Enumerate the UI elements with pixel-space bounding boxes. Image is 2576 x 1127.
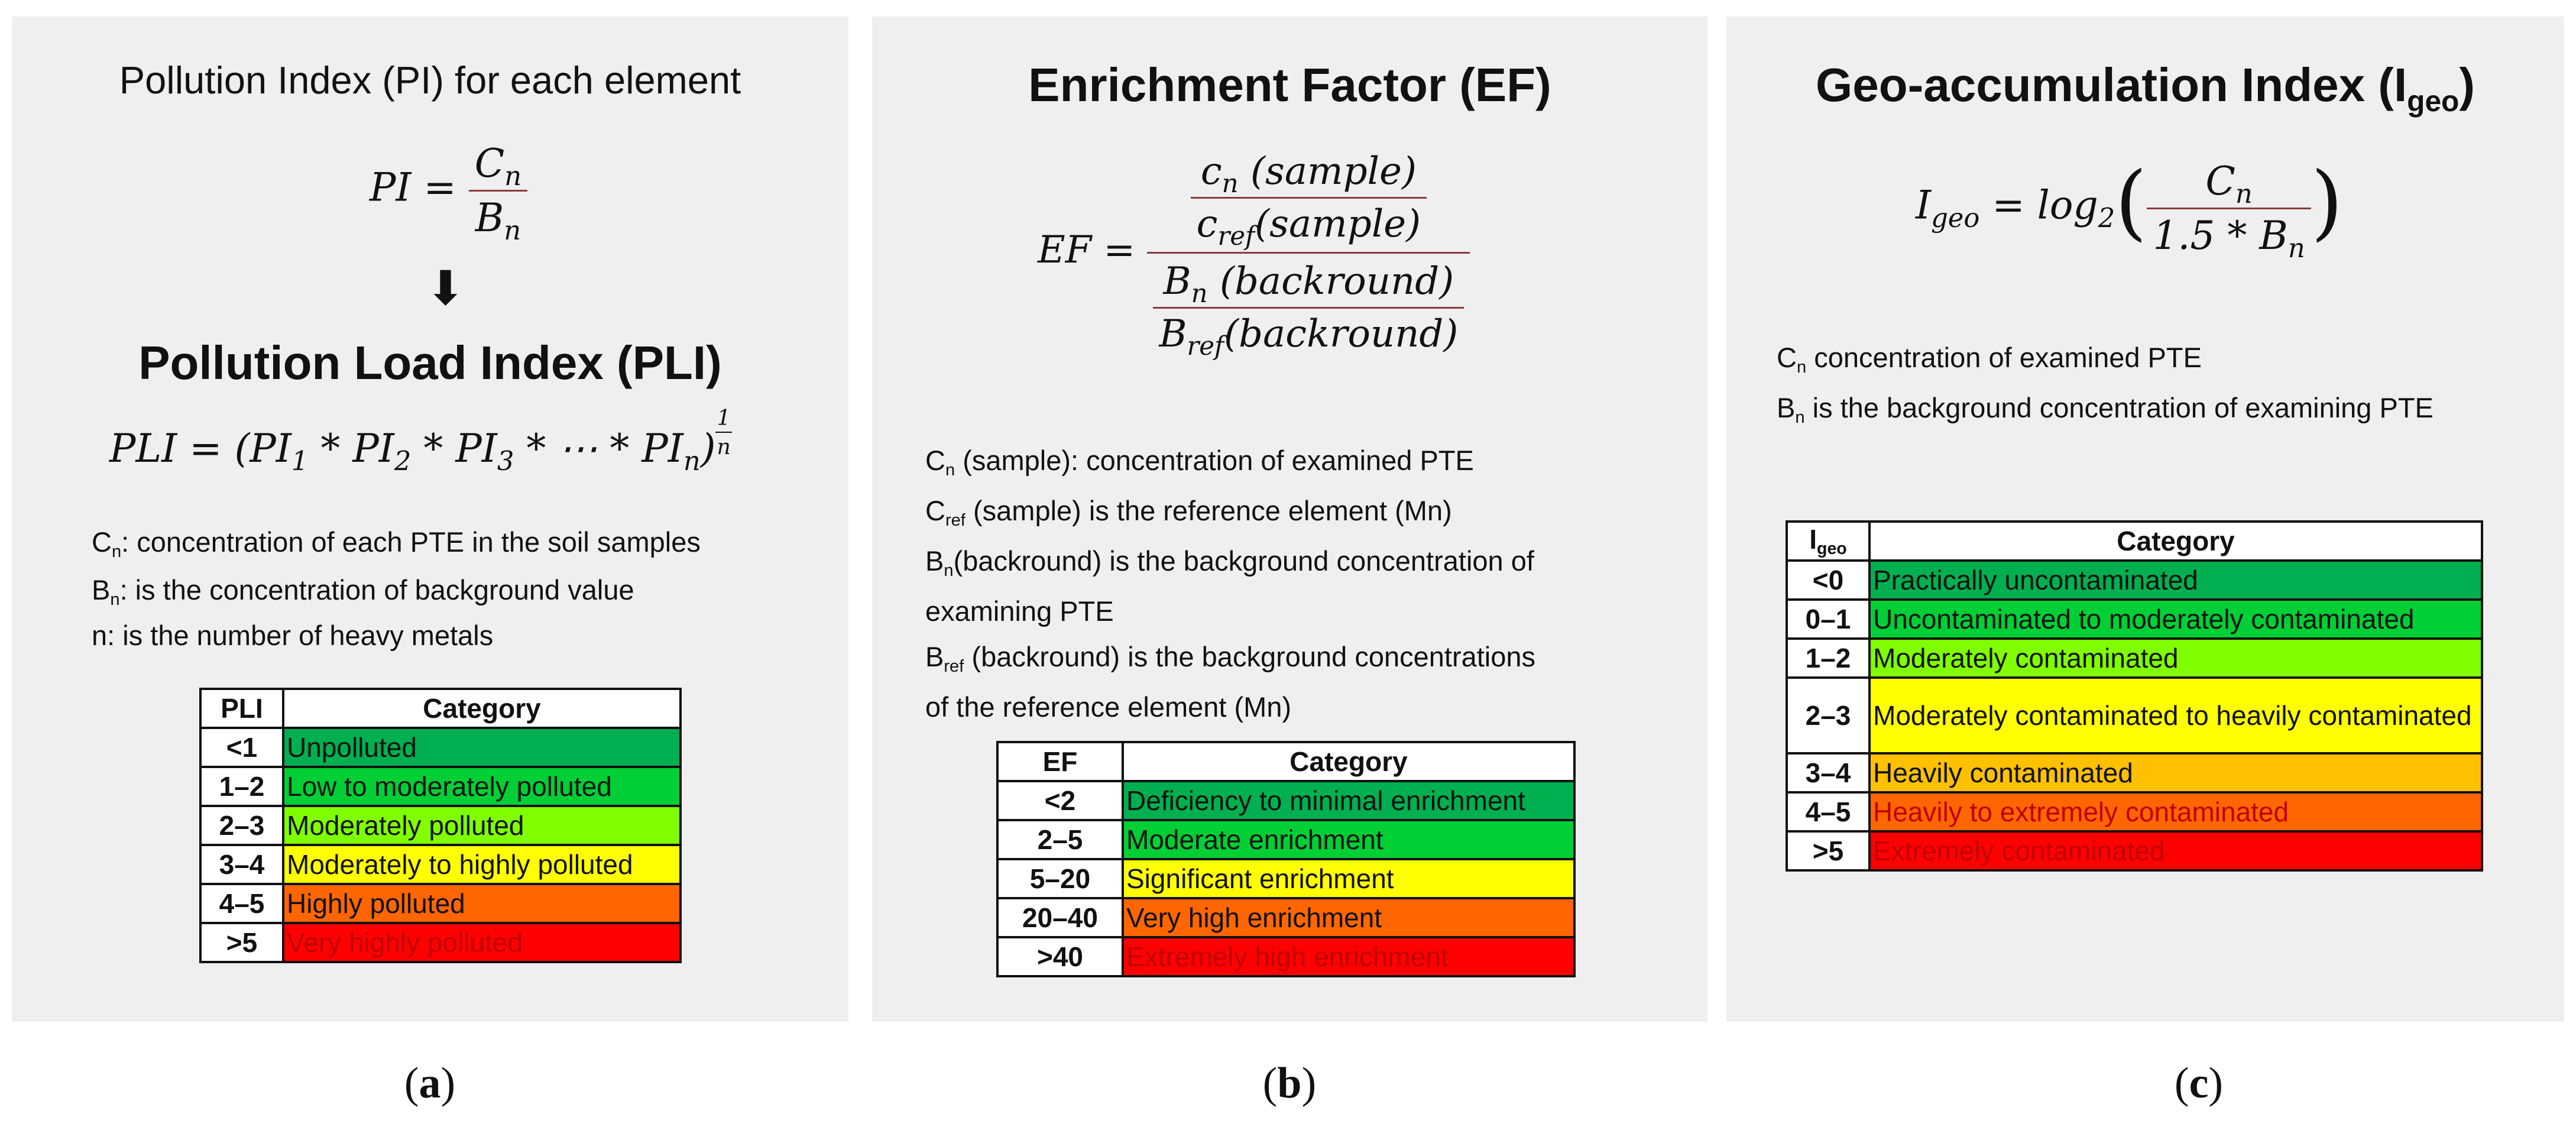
igeo-title: Geo-accumulation Index (Igeo): [1816, 59, 2475, 118]
category-cell: Unpolluted: [282, 727, 682, 768]
range-cell: 4–5: [199, 883, 284, 924]
ef-title: Enrichment Factor (EF): [1028, 59, 1551, 111]
table-header-key: PLI: [199, 688, 284, 729]
panel-label-b: (b): [1262, 1059, 1317, 1107]
note-line: Bn: is the concentration of background v…: [92, 574, 634, 609]
range-cell: 2–3: [199, 805, 284, 846]
category-cell: Extremely contaminated: [1868, 830, 2483, 872]
igeo-notes: Cn concentration of examined PTE Bn is t…: [1777, 335, 2434, 435]
note-line: Bn is the background concentration of ex…: [1777, 392, 2434, 427]
range-cell: 1–2: [199, 766, 284, 807]
range-cell: >5: [1786, 830, 1871, 872]
ef-formula: EF = cn (sample) cref(sample) Bn (backro…: [1038, 150, 1470, 361]
range-cell: 1–2: [1786, 637, 1871, 679]
down-arrow-icon: ⬇: [426, 262, 466, 315]
range-cell: 2–5: [996, 819, 1124, 860]
range-cell: <0: [1786, 559, 1871, 601]
table-header-category: Category: [1122, 741, 1576, 782]
range-cell: 4–5: [1786, 791, 1871, 833]
table-header: EF Category: [996, 741, 1576, 782]
category-cell: Extremely high enrichment: [1122, 936, 1576, 977]
category-cell: Low to moderately polluted: [282, 766, 682, 807]
note-line: Cn (sample): concentration of examined P…: [925, 445, 1474, 480]
range-cell: 3–4: [199, 844, 284, 885]
note-line: Cref (sample) is the reference element (…: [925, 495, 1452, 530]
panel-label-a: (a): [404, 1059, 456, 1107]
range-cell: 5–20: [996, 858, 1124, 899]
range-cell: >40: [996, 936, 1124, 977]
table-header: PLI Category: [199, 688, 682, 729]
category-cell: Moderately contaminated: [1868, 637, 2483, 679]
range-cell: >5: [199, 922, 284, 963]
note-line: Bn(backround) is the background concentr…: [925, 545, 1534, 580]
category-cell: Very high enrichment: [1122, 897, 1576, 938]
category-cell: Deficiency to minimal enrichment: [1122, 780, 1576, 821]
note-line: n: is the number of heavy metals: [92, 620, 494, 651]
range-cell: 3–4: [1786, 752, 1871, 794]
category-cell: Very highly polluted: [282, 922, 682, 963]
pi-title: Pollution Index (PI) for each element: [119, 59, 741, 102]
category-cell: Heavily contaminated: [1868, 752, 2483, 794]
table-header-category: Category: [1868, 520, 2483, 562]
note-line: Cn: concentration of each PTE in the soi…: [92, 526, 701, 561]
range-cell: 20–40: [996, 897, 1124, 938]
note-line: of the reference element (Mn): [925, 691, 1292, 723]
igeo-formula: Igeo = log2( Cn 1.5 * Bn ): [1916, 154, 2343, 264]
panel-c: Geo-accumulation Index (Igeo) Igeo = log…: [1726, 17, 2564, 1022]
range-cell: <2: [996, 780, 1124, 821]
category-cell: Moderately contaminated to heavily conta…: [1868, 676, 2483, 754]
category-cell: Moderately to highly polluted: [282, 844, 682, 885]
category-cell: Moderately polluted: [282, 805, 682, 846]
category-cell: Practically uncontaminated: [1868, 559, 2483, 601]
pi-formula: PI = Cn Bn: [370, 141, 528, 246]
pli-notes: Cn: concentration of each PTE in the soi…: [92, 519, 701, 656]
note-line: Cn concentration of examined PTE: [1777, 342, 2202, 377]
note-line: examining PTE: [925, 595, 1114, 627]
panel-label-c: (c): [2174, 1059, 2224, 1107]
category-cell: Significant enrichment: [1122, 858, 1576, 899]
ef-notes: Cn (sample): concentration of examined P…: [925, 438, 1535, 730]
table-header-key: Igeo: [1786, 520, 1871, 562]
panel-b: Enrichment Factor (EF) EF = cn (sample) …: [872, 17, 1707, 1022]
range-cell: <1: [199, 727, 284, 768]
panel-a: Pollution Index (PI) for each element PI…: [12, 17, 848, 1022]
category-cell: Moderate enrichment: [1122, 819, 1576, 860]
category-cell: Highly polluted: [282, 883, 682, 924]
table-header-category: Category: [282, 688, 682, 729]
range-cell: 0–1: [1786, 598, 1871, 640]
table-header: Igeo Category: [1786, 520, 2483, 562]
table-header-key: EF: [996, 741, 1124, 782]
pli-title: Pollution Load Index (PLI): [138, 336, 722, 389]
range-cell: 2–3: [1786, 676, 1871, 754]
category-cell: Uncontaminated to moderately contaminate…: [1868, 598, 2483, 640]
note-line: Bref (backround) is the background conce…: [925, 641, 1536, 676]
category-cell: Heavily to extremely contaminated: [1868, 791, 2483, 833]
